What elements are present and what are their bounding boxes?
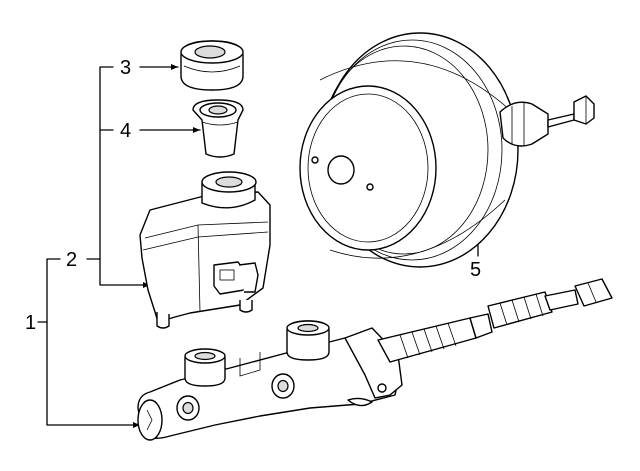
brake-booster (299, 32, 595, 268)
leader-lines (37, 64, 481, 428)
callout-1: 1 (25, 312, 36, 334)
callout-4: 4 (120, 120, 131, 142)
leader-bracket-1 (46, 258, 141, 428)
callout-5: 5 (470, 259, 481, 281)
callout-2: 2 (66, 249, 77, 271)
reservoir-strainer (192, 99, 244, 158)
push-rod-assembly (377, 278, 613, 363)
reservoir-cap (180, 40, 244, 91)
master-cylinder (137, 320, 403, 441)
callout-3: 3 (120, 57, 131, 79)
leader-bracket-2 (99, 66, 151, 288)
fluid-reservoir (139, 171, 271, 329)
